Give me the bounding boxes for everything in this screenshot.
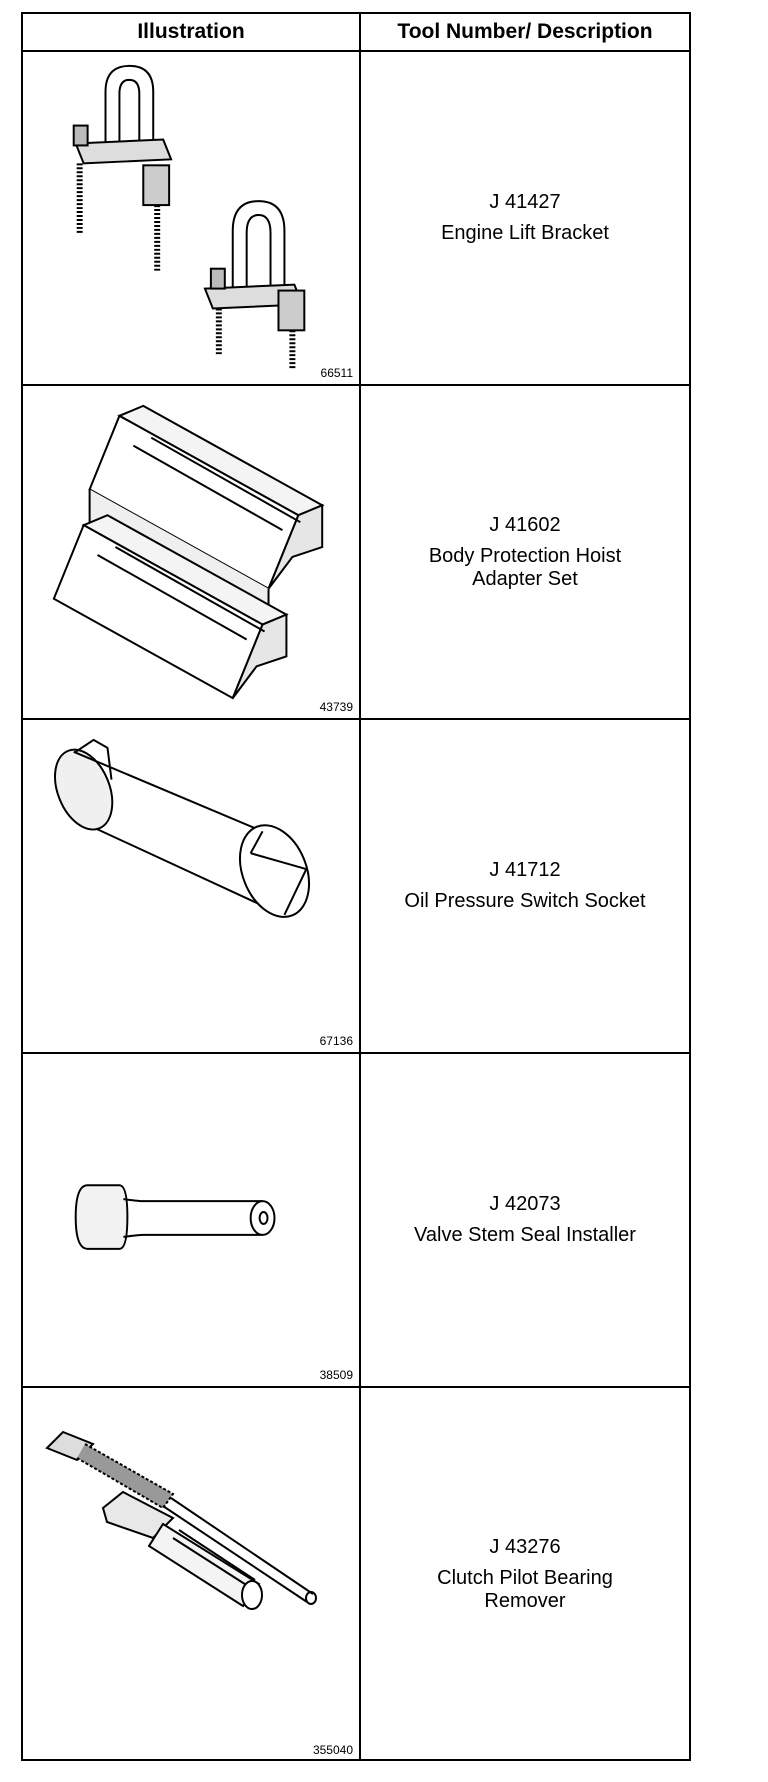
clutch-pilot-bearing-remover-illustration: 355040 (23, 1388, 359, 1761)
figure-number: 38509 (319, 1368, 353, 1382)
tool-number: J 41712 (489, 859, 561, 881)
tool-name: Clutch Pilot Bearing Remover (437, 1567, 613, 1612)
hoist-adapter-set-illustration: 43739 (23, 386, 359, 718)
tool-description-cell: J 43276 Clutch Pilot Bearing Remover (361, 1388, 689, 1761)
tool-number: J 42073 (489, 1193, 561, 1215)
tool-table: Illustration Tool Number/ Description (21, 12, 691, 1761)
oil-pressure-socket-illustration: 67136 (23, 720, 359, 1052)
tool-name: Valve Stem Seal Installer (414, 1224, 636, 1246)
tool-number: J 43276 (489, 1536, 561, 1558)
figure-number: 355040 (312, 1743, 353, 1757)
table-row: 43739 J 41602 Body Protection Hoist Adap… (23, 386, 689, 720)
table-row: 67136 J 41712 Oil Pressure Switch Socket (23, 720, 689, 1054)
tool-description-cell: J 42073 Valve Stem Seal Installer (361, 1054, 689, 1386)
column-divider (359, 14, 361, 1759)
figure-number: 67136 (319, 1034, 353, 1048)
figure-number: 66511 (320, 366, 353, 380)
table-row: 38509 J 42073 Valve Stem Seal Installer (23, 1054, 689, 1388)
tool-description-cell: J 41427 Engine Lift Bracket (361, 52, 689, 384)
header-tool-number: Tool Number/ Description (397, 20, 653, 43)
valve-stem-seal-installer-illustration: 38509 (23, 1054, 359, 1386)
header-row: Illustration Tool Number/ Description (23, 14, 689, 52)
tool-description-cell: J 41712 Oil Pressure Switch Socket (361, 720, 689, 1052)
tool-name: Oil Pressure Switch Socket (404, 890, 646, 912)
tool-name: Engine Lift Bracket (441, 222, 609, 244)
tool-number: J 41427 (489, 191, 561, 213)
tool-number: J 41602 (489, 513, 561, 536)
tool-description-cell: J 41602 Body Protection Hoist Adapter Se… (361, 386, 689, 718)
table-row: 66511 J 41427 Engine Lift Bracket (23, 52, 689, 386)
tool-name: Body Protection Hoist Adapter Set (428, 544, 622, 590)
header-illustration: Illustration (137, 20, 245, 43)
figure-number: 43739 (319, 700, 353, 714)
table-row: 355040 J 43276 Clutch Pilot Bearing Remo… (23, 1388, 689, 1761)
engine-lift-bracket-illustration: 66511 (23, 52, 359, 384)
